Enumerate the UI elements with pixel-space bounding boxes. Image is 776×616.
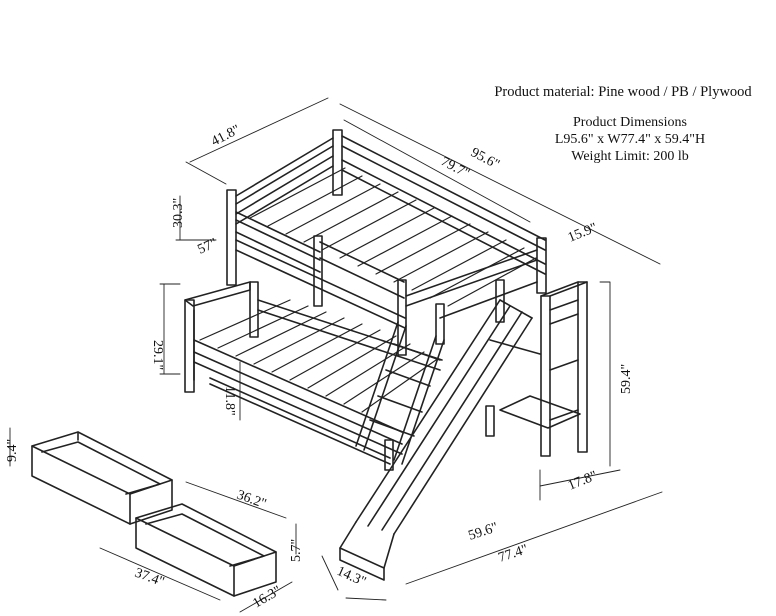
dim-total-height: 59.4"	[619, 364, 634, 394]
dim-total-width: 77.4"	[497, 542, 530, 566]
dim-total-length: 95.6"	[468, 145, 502, 172]
product-dimensions-block: Product Dimensions L95.6" x W77.4" x 59.…	[520, 114, 740, 165]
dim-under-bed-clearance: 11.8"	[222, 386, 237, 416]
drawers	[31, 431, 277, 597]
dim-under-top-height: 57"	[196, 236, 220, 258]
dim-top-bunk-length: 79.7"	[438, 154, 472, 181]
product-material-text: Product material: Pine wood / PB / Plywo…	[494, 84, 752, 100]
dimension-lines	[9, 97, 663, 613]
slide	[339, 299, 533, 581]
dim-stair-depth: 15.9"	[566, 220, 600, 245]
dim-slide-width: 14.3"	[334, 564, 368, 590]
top-left-back-post	[332, 129, 343, 196]
product-dimensions-title: Product Dimensions	[573, 115, 687, 130]
dim-drawer-inner-height: 5.7"	[289, 539, 304, 562]
dim-lower-guard-height: 29.1"	[150, 340, 165, 370]
weight-limit-text: Weight Limit: 200 lb	[571, 149, 689, 164]
top-right-back-post	[536, 237, 547, 294]
dim-drawer-total-length: 37.4"	[133, 566, 167, 590]
dim-drawer-length: 36.2"	[235, 488, 269, 512]
ladder	[355, 321, 445, 465]
dim-lower-length: 59.6"	[467, 520, 500, 544]
dim-drawer-height: 9.4"	[5, 439, 20, 462]
dim-stair-step-height: 17.8"	[566, 468, 600, 493]
top-left-front-post	[226, 189, 237, 286]
product-dimensions-value: L95.6" x W77.4" x 59.4"H	[554, 132, 706, 147]
top-bunk	[226, 129, 547, 356]
dim-drawer-depth: 16.3"	[251, 583, 285, 611]
dim-top-guard-height: 30.3"	[171, 198, 186, 228]
shelf-tower	[485, 281, 588, 457]
